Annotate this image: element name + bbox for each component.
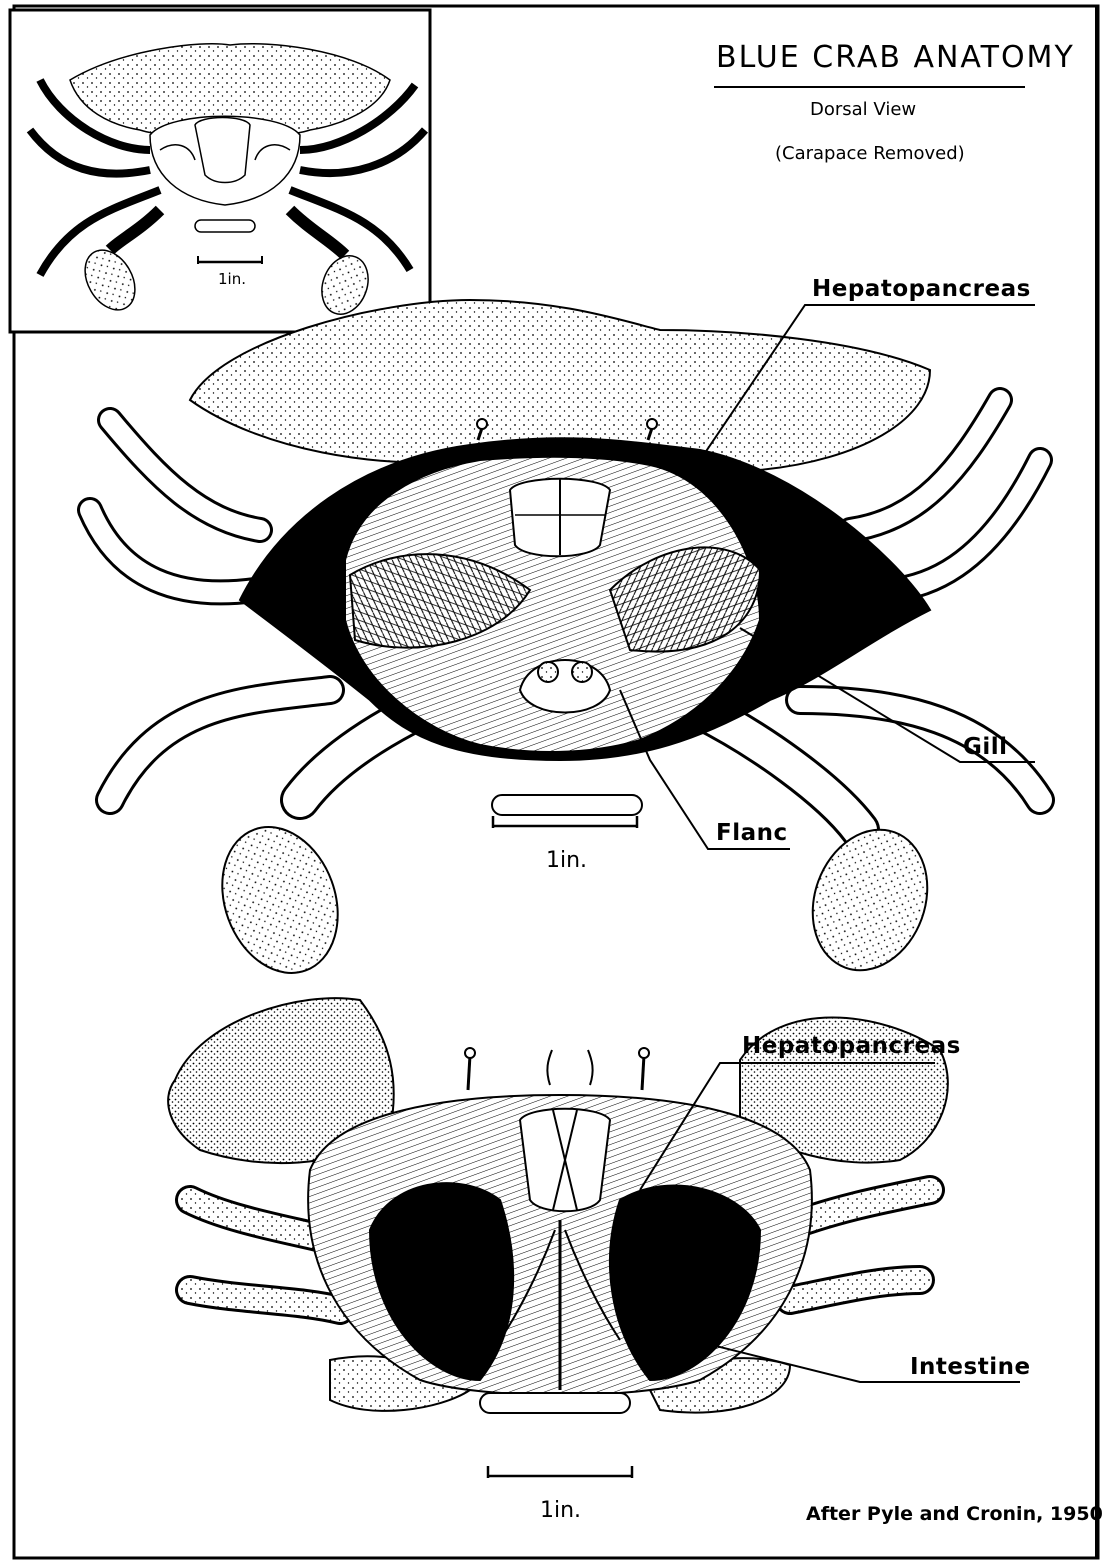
inset-scale-label: 1in. [218,270,246,288]
label-hepatopancreas-lower: Hepatopancreas [742,1033,961,1059]
label-gill: Gill [963,734,1008,760]
page-title: BLUE CRAB ANATOMY [716,40,1075,75]
lower-scale-label: 1in. [540,1498,581,1523]
subtitle-note: (Carapace Removed) [775,143,965,164]
lower-scale-bar [488,1466,632,1478]
label-intestine: Intestine [910,1354,1031,1380]
upper-scale-label: 1in. [546,848,587,873]
lower-crab [168,998,948,1413]
upper-crab [90,300,1040,989]
label-hepatopancreas-upper: Hepatopancreas [812,276,1031,302]
subtitle-view: Dorsal View [810,99,916,120]
upper-left-claw [203,811,358,990]
upper-abdomen [492,795,642,815]
label-flanc: Flanc [716,820,788,846]
upper-scale-bar [493,816,637,828]
lower-abdomen [480,1393,630,1413]
source-credit: After Pyle and Cronin, 1950 [806,1503,1103,1525]
upper-right-claw [794,814,947,987]
